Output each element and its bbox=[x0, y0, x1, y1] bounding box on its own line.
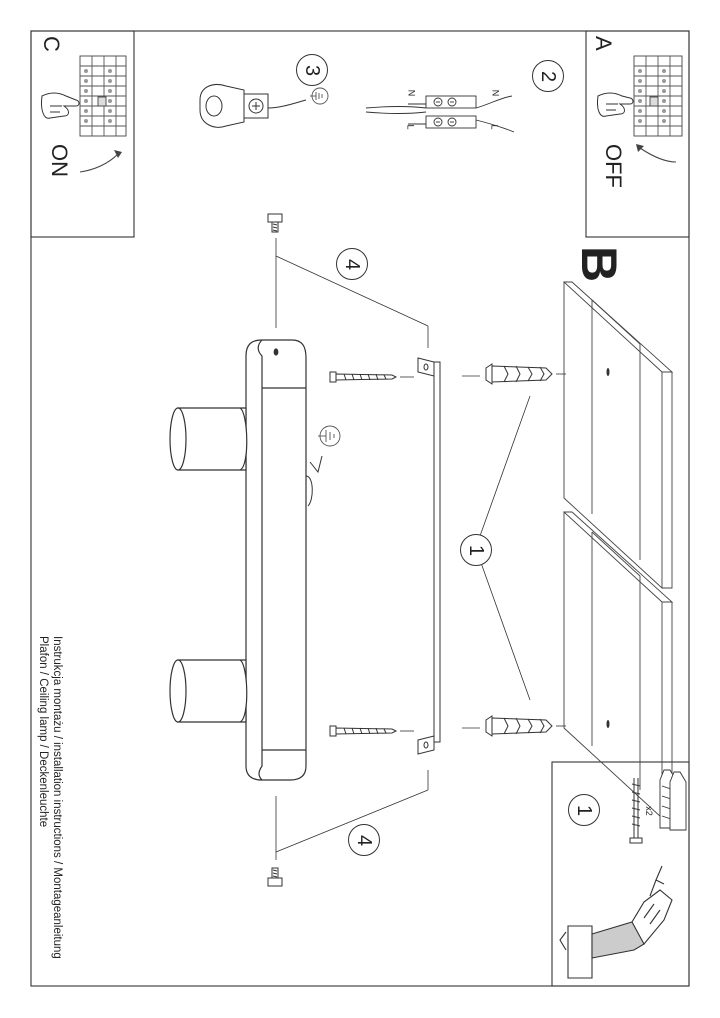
wall-plugs-pair bbox=[659, 769, 687, 831]
step-3-number: 3 bbox=[301, 64, 324, 76]
wire-label-l-right: L bbox=[489, 124, 500, 130]
rotate-arrow-on bbox=[79, 153, 119, 173]
step-1-tools-badge: 1 bbox=[568, 794, 600, 826]
panel-a-frame bbox=[585, 30, 690, 238]
rotate-arrow-off bbox=[639, 147, 677, 163]
ceiling-hole-top bbox=[606, 368, 610, 376]
ground-terminal bbox=[199, 84, 307, 128]
leader-lines bbox=[275, 238, 531, 860]
step-4-badge-bottom: 4 bbox=[348, 824, 380, 856]
step-1-badge: 1 bbox=[460, 534, 492, 566]
drill-icon bbox=[559, 865, 673, 979]
lamp-body bbox=[245, 339, 307, 781]
panel-c-letter: C bbox=[39, 36, 64, 52]
terminal-block-c bbox=[79, 55, 127, 137]
small-screw-bottom bbox=[267, 867, 283, 887]
ceiling-panels bbox=[563, 280, 674, 820]
ground-icon-lamp bbox=[318, 425, 341, 447]
step-4-number-bottom: 4 bbox=[353, 834, 376, 846]
ceiling-hole-bottom bbox=[606, 720, 610, 728]
panel-c-frame bbox=[30, 30, 135, 238]
ground-wire bbox=[305, 455, 323, 507]
screw-top bbox=[329, 371, 398, 383]
step-2-badge: 2 bbox=[532, 60, 564, 92]
hand-icon-a bbox=[597, 92, 634, 117]
panel-b-letter: B bbox=[571, 246, 627, 283]
wire-connector bbox=[365, 95, 515, 133]
instructions-caption: Instrukcja montażu / installation instru… bbox=[36, 636, 64, 959]
step-2-number: 2 bbox=[537, 70, 560, 82]
wall-plug-top bbox=[485, 363, 553, 385]
caption-line-1: Instrukcja montażu / installation instru… bbox=[51, 636, 63, 959]
step-4-badge-top: 4 bbox=[336, 248, 368, 280]
step-1-tools-number: 1 bbox=[573, 804, 596, 816]
screw-pair bbox=[629, 778, 643, 844]
wall-plug-bottom bbox=[485, 715, 553, 737]
step-4-number-top: 4 bbox=[341, 258, 364, 270]
step-1-number: 1 bbox=[465, 544, 488, 556]
screw-bottom bbox=[329, 725, 398, 737]
caption-line-2: Plafon / Ceiling lamp / Deckenleuchte bbox=[37, 636, 49, 828]
wire-label-n-right: N bbox=[490, 89, 501, 97]
page-frame bbox=[30, 30, 690, 987]
step-3-badge: 3 bbox=[296, 54, 328, 86]
quantity-label: x2 bbox=[643, 806, 654, 816]
switch-off-label: OFF bbox=[601, 144, 626, 188]
small-screw-top bbox=[267, 213, 283, 233]
lamp-spot-bottom bbox=[169, 659, 248, 723]
wire-label-n-left: N bbox=[406, 89, 417, 97]
hand-icon-c bbox=[41, 92, 80, 119]
ground-icon-step3 bbox=[310, 87, 329, 105]
panel-a-letter: A bbox=[591, 36, 616, 51]
lamp-spot-top bbox=[169, 407, 248, 471]
panel-tools-frame bbox=[551, 761, 690, 987]
terminal-block-a bbox=[633, 55, 683, 137]
switch-on-label: ON bbox=[47, 144, 72, 177]
mounting-bracket bbox=[417, 357, 441, 755]
wire-label-l-left: L bbox=[405, 124, 416, 130]
